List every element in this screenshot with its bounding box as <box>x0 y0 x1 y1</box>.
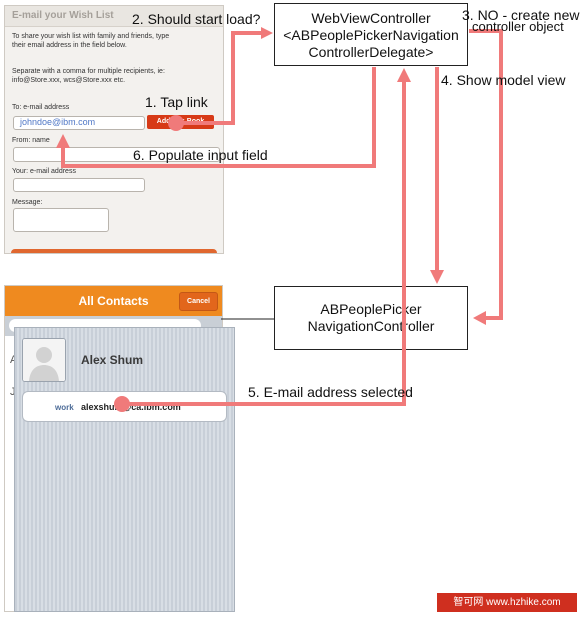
to-email-input[interactable]: johndoe@ibm.com <box>13 116 145 130</box>
arrowhead-email-up <box>397 68 411 82</box>
contacts-header: All Contacts Cancel <box>5 286 222 316</box>
webview-box-line-2: <ABPeoplePickerNavigation <box>283 27 459 43</box>
submit-button[interactable] <box>11 249 217 253</box>
people-box-line-2: NavigationController <box>307 318 435 334</box>
webview-box-line-3: ControllerDelegate> <box>308 44 434 60</box>
form-separator-line-2: info@Store.xxx, wcs@Store.xxx etc. <box>12 77 126 84</box>
arrowhead-people-picker <box>473 311 486 325</box>
webview-controller-box: WebViewController <ABPeoplePickerNavigat… <box>274 3 468 66</box>
form-intro-line-2: their email address in the field below. <box>12 42 127 49</box>
message-input[interactable] <box>13 208 109 232</box>
contact-name: Alex Shum <box>81 353 144 367</box>
step-3-label-line-1: 3. NO - create new <box>462 7 580 23</box>
message-label: Message: <box>12 199 43 206</box>
form-separator-line-1: Separate with a comma for multiple recip… <box>12 68 165 75</box>
step-1-label: 1. Tap link <box>145 94 208 110</box>
from-name-label: From: name <box>12 137 50 144</box>
to-email-label: To: e-mail address <box>12 104 70 111</box>
step-4-label: 4. Show model view <box>441 72 566 88</box>
contact-detail-screen: Alex Shum work alexshum@ca.ibm.com <box>14 327 235 612</box>
step-6-label: 6. Populate input field <box>133 147 268 163</box>
cancel-button[interactable]: Cancel <box>179 292 218 311</box>
form-header: E-mail your Wish List <box>5 6 223 27</box>
watermark: 智可网 www.hzhike.com <box>437 593 577 612</box>
email-row[interactable]: work alexshum@ca.ibm.com <box>22 391 227 422</box>
step-3-label-line-2: controller object <box>472 19 564 34</box>
webview-box-line-1: WebViewController <box>311 10 431 26</box>
step-2-label: 2. Should start load? <box>132 11 261 27</box>
section-index-a: A <box>10 354 17 366</box>
wishlist-form-screen: E-mail your Wish List To share your wish… <box>4 5 224 254</box>
people-picker-controller-box: ABPeoplePicker NavigationController <box>274 286 468 350</box>
person-silhouette-icon <box>23 339 65 381</box>
arrowhead-webview-left <box>261 27 273 39</box>
avatar <box>22 338 66 382</box>
step-5-label: 5. E-mail address selected <box>248 384 413 400</box>
email-type-label: work <box>55 403 74 412</box>
form-intro-line-1: To share your wish list with family and … <box>12 33 170 40</box>
section-index-j: J <box>10 386 16 398</box>
arrowhead-show-model <box>430 270 444 284</box>
people-box-line-1: ABPeoplePicker <box>320 301 422 317</box>
address-book-button[interactable]: Address Book <box>147 115 214 129</box>
your-email-label: Your: e-mail address <box>12 168 76 175</box>
to-email-value: johndoe@ibm.com <box>20 117 96 127</box>
form-title: E-mail your Wish List <box>12 10 114 21</box>
your-email-input[interactable] <box>13 178 145 192</box>
email-value: alexshum@ca.ibm.com <box>81 402 181 412</box>
